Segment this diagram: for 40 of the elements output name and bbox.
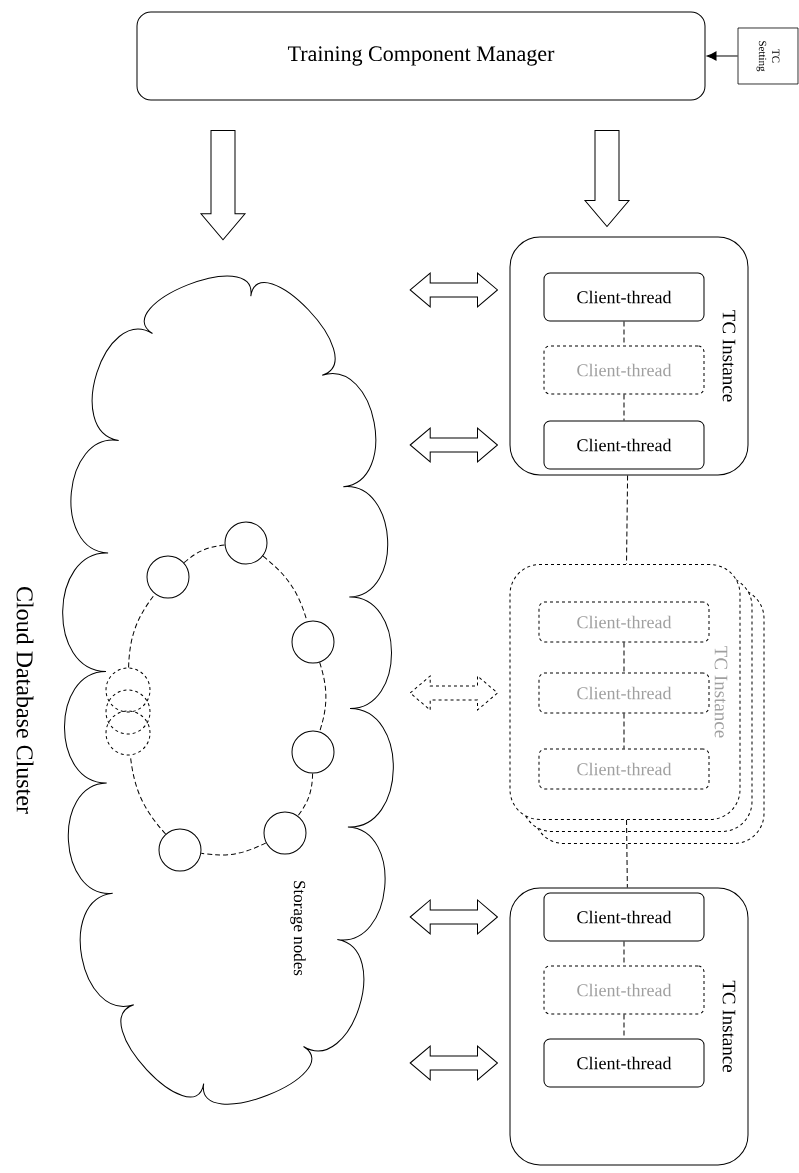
document-box: TC Setting	[737, 27, 799, 85]
storage-node	[158, 828, 202, 872]
connector	[623, 394, 625, 421]
thread-box: Client-thread	[543, 1038, 705, 1088]
connector	[706, 51, 739, 61]
thread-box: Client-thread	[538, 601, 710, 643]
storage-node	[224, 521, 268, 565]
block-arrow	[584, 130, 630, 227]
storage-node	[105, 710, 151, 756]
storage-node	[105, 667, 151, 713]
thread-box: Client-thread	[543, 892, 705, 942]
connector	[626, 475, 629, 565]
connector	[623, 713, 625, 749]
connector	[623, 642, 625, 673]
ring-segment	[183, 544, 226, 564]
block-arrow	[409, 1045, 498, 1081]
ring-segment	[200, 842, 267, 856]
manager-box: Training Component Manager	[136, 11, 706, 101]
block-arrow	[409, 675, 498, 711]
block-arrow	[409, 272, 498, 308]
ring-segment	[319, 661, 327, 733]
thread-box: Client-thread	[543, 420, 705, 470]
block-arrow	[409, 899, 498, 935]
thread-box: Client-thread	[543, 345, 705, 395]
cluster-title: Cloud Database Cluster	[16, 587, 34, 814]
thread-box: Client-thread	[543, 965, 705, 1015]
thread-box: Client-thread	[538, 748, 710, 790]
connector	[626, 819, 628, 888]
ring-segment	[128, 593, 156, 668]
storage-node	[263, 811, 307, 855]
storage-node	[291, 730, 335, 774]
thread-box: Client-thread	[543, 272, 705, 322]
thread-box: Client-thread	[538, 672, 710, 714]
ring-segment	[297, 773, 314, 817]
storage-label: Storage nodes	[290, 881, 306, 976]
block-arrow	[200, 130, 246, 241]
storage-node	[146, 555, 190, 599]
storage-node	[105, 689, 151, 735]
block-arrow	[409, 427, 498, 463]
storage-node	[291, 620, 335, 664]
